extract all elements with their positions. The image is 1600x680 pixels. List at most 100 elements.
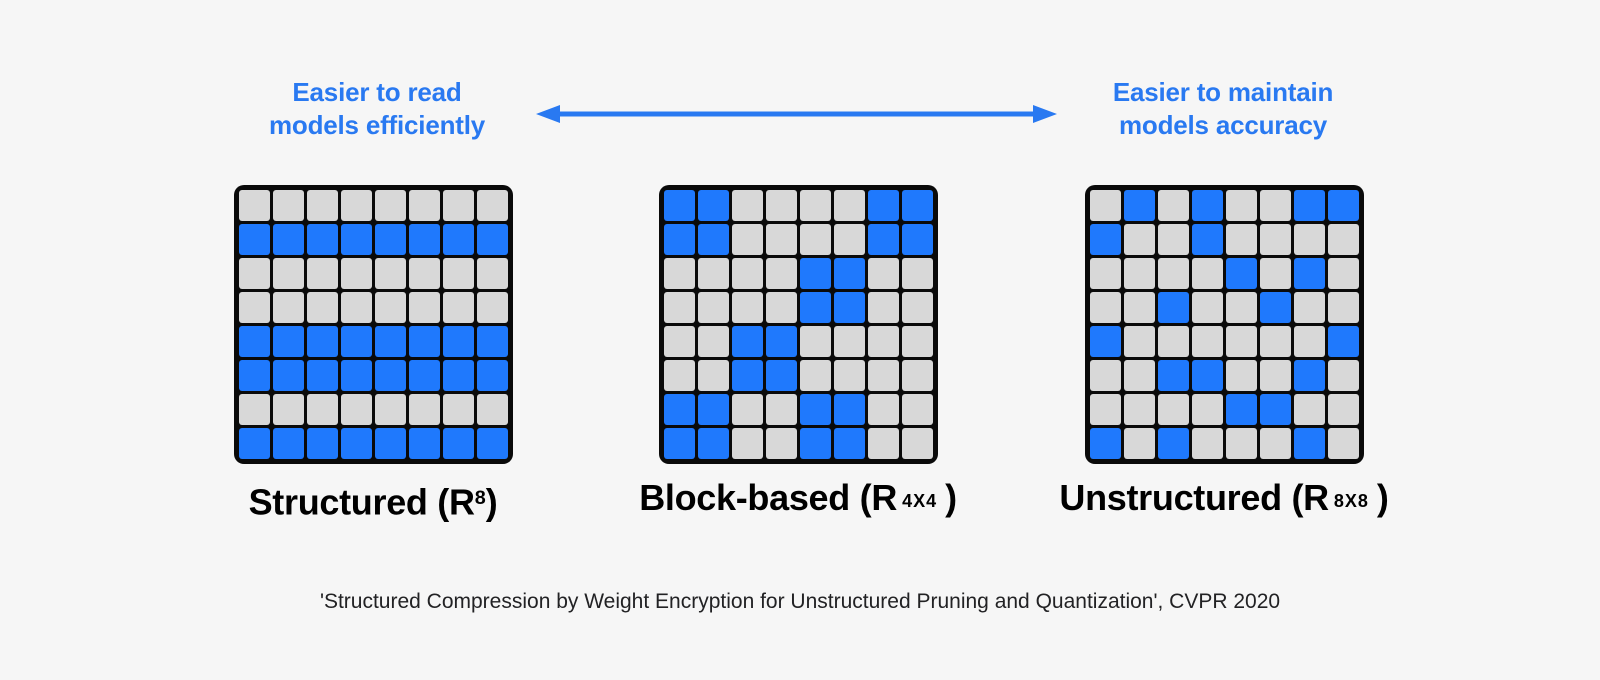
unstructured-cell-r8c5 [1226,428,1257,459]
block-based-cell-r7c2 [698,394,729,425]
block-based-cell-r7c4 [766,394,797,425]
block-based-cell-r5c4 [766,326,797,357]
block-based-cell-r3c1 [664,258,695,289]
block-based-cell-r4c5 [800,292,831,323]
structured-cell-r3c5 [375,258,406,289]
structured-cell-r8c7 [443,428,474,459]
block-based-cell-r7c7 [868,394,899,425]
structured-cell-r4c7 [443,292,474,323]
structured-cell-r6c1 [239,360,270,391]
double-headed-arrow-icon [536,105,1057,123]
structured-cell-r5c8 [477,326,508,357]
unstructured-cell-r7c5 [1226,394,1257,425]
block-based-cell-r6c3 [732,360,763,391]
block-based-cell-r5c8 [902,326,933,357]
block-based-cell-r8c6 [834,428,865,459]
structured-cell-r8c3 [307,428,338,459]
structured-cell-r6c7 [443,360,474,391]
unstructured-cell-r5c1 [1090,326,1121,357]
structured-cell-r7c3 [307,394,338,425]
unstructured-cell-r1c6 [1260,190,1291,221]
structured-cell-r6c4 [341,360,372,391]
structured-cell-r1c6 [409,190,440,221]
block-based-cell-r1c8 [902,190,933,221]
unstructured-cell-r3c2 [1124,258,1155,289]
unstructured-cell-r5c2 [1124,326,1155,357]
unstructured-cell-r8c8 [1328,428,1359,459]
block-based-cell-r4c4 [766,292,797,323]
unstructured-cell-r8c1 [1090,428,1121,459]
unstructured-cell-r5c3 [1158,326,1189,357]
block-based-cell-r7c8 [902,394,933,425]
block-based-cell-r1c4 [766,190,797,221]
unstructured-cell-r1c7 [1294,190,1325,221]
unstructured-cell-r1c3 [1158,190,1189,221]
structured-cell-r2c2 [273,224,304,255]
unstructured-cell-r7c7 [1294,394,1325,425]
block-based-cell-r8c3 [732,428,763,459]
unstructured-cell-r3c7 [1294,258,1325,289]
block-based-cell-r3c4 [766,258,797,289]
block-based-cell-r5c5 [800,326,831,357]
block-based-cell-r7c3 [732,394,763,425]
structured-cell-r8c2 [273,428,304,459]
block-based-cell-r6c7 [868,360,899,391]
block-based-cell-r6c1 [664,360,695,391]
block-based-cell-r2c1 [664,224,695,255]
structured-cell-r1c4 [341,190,372,221]
unstructured-weight-matrix [1085,185,1364,464]
structured-cell-r5c5 [375,326,406,357]
unstructured-cell-r1c1 [1090,190,1121,221]
unstructured-cell-r7c4 [1192,394,1223,425]
block-based-cell-r8c8 [902,428,933,459]
structured-cell-r1c5 [375,190,406,221]
unstructured-caption-main: Unstructured (R [1059,477,1329,518]
unstructured-cell-r8c6 [1260,428,1291,459]
block-based-cell-r3c8 [902,258,933,289]
unstructured-cell-r3c3 [1158,258,1189,289]
structured-cell-r1c7 [443,190,474,221]
structured-cell-r2c7 [443,224,474,255]
structured-cell-r7c1 [239,394,270,425]
structured-cell-r2c8 [477,224,508,255]
structured-weight-matrix [234,185,513,464]
block-based-cell-r4c7 [868,292,899,323]
structured-caption: Structured (R8) [173,476,573,524]
structured-cell-r7c2 [273,394,304,425]
unstructured-cell-r2c5 [1226,224,1257,255]
citation: 'Structured Compression by Weight Encryp… [319,590,1281,613]
block-based-cell-r2c2 [698,224,729,255]
block-based-cell-r6c6 [834,360,865,391]
unstructured-cell-r6c4 [1192,360,1223,391]
structured-cell-r7c4 [341,394,372,425]
structured-cell-r2c6 [409,224,440,255]
block-based-cell-r4c3 [732,292,763,323]
unstructured-cell-r6c8 [1328,360,1359,391]
block-based-weight-matrix [659,185,938,464]
block-based-cell-r3c5 [800,258,831,289]
unstructured-cell-r5c8 [1328,326,1359,357]
unstructured-cell-r6c2 [1124,360,1155,391]
block-based-cell-r7c1 [664,394,695,425]
block-based-cell-r5c6 [834,326,865,357]
structured-cell-r8c6 [409,428,440,459]
structured-cell-r3c7 [443,258,474,289]
structured-cell-r5c1 [239,326,270,357]
unstructured-cell-r2c4 [1192,224,1223,255]
block-based-cell-r2c3 [732,224,763,255]
block-based-cell-r4c2 [698,292,729,323]
unstructured-cell-r1c2 [1124,190,1155,221]
unstructured-cell-r3c5 [1226,258,1257,289]
unstructured-cell-r2c8 [1328,224,1359,255]
structured-cell-r4c6 [409,292,440,323]
structured-cell-r4c5 [375,292,406,323]
unstructured-cell-r4c8 [1328,292,1359,323]
block-based-cell-r2c4 [766,224,797,255]
unstructured-cell-r6c1 [1090,360,1121,391]
structured-caption-exponent: 8 [474,487,486,509]
block-based-cell-r5c2 [698,326,729,357]
block-based-cell-r6c5 [800,360,831,391]
